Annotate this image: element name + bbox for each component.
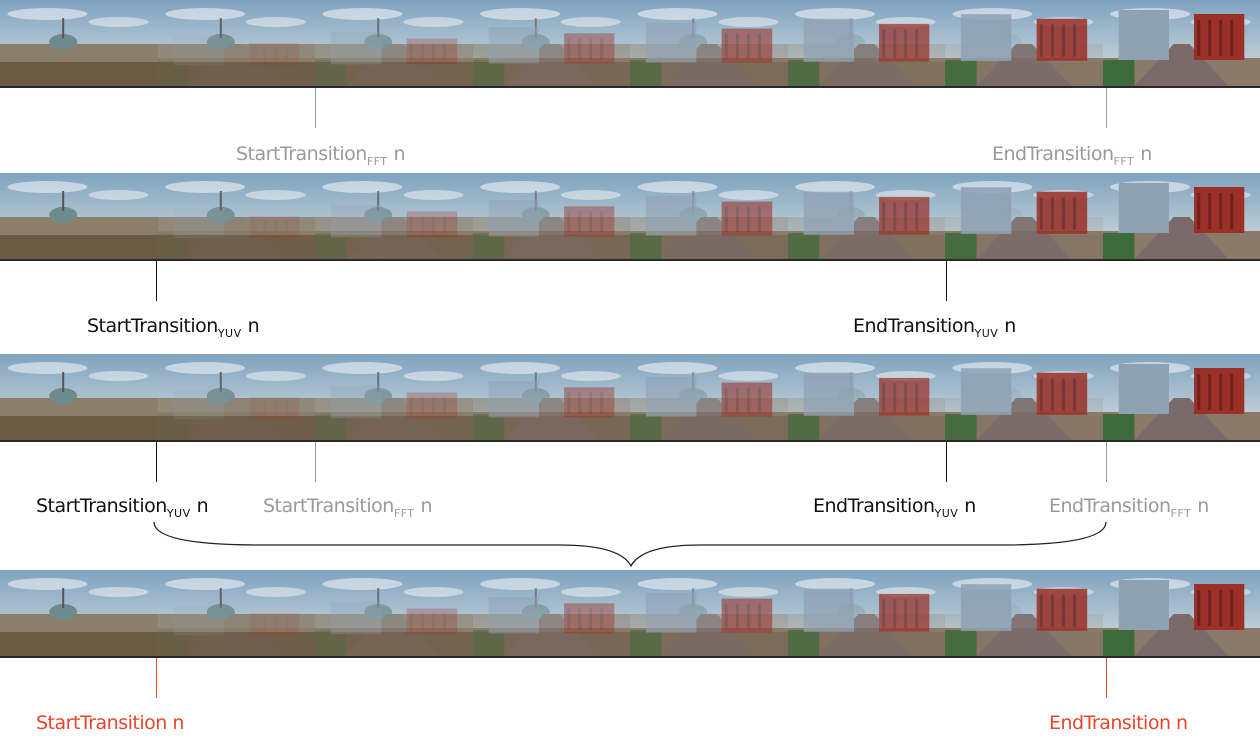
video-frame	[945, 0, 1103, 88]
video-frame	[473, 173, 630, 261]
video-frame	[1103, 0, 1260, 88]
video-frame	[1103, 354, 1260, 442]
video-frame	[1103, 570, 1260, 658]
end-transition-marker	[1106, 658, 1107, 698]
end-transition-yuv-marker-combined	[946, 442, 947, 482]
video-frame	[158, 570, 315, 658]
video-frame	[315, 0, 473, 88]
end-transition-fft-marker-combined	[1106, 442, 1107, 482]
frame-strip-combined	[0, 354, 1260, 442]
video-frame	[0, 0, 158, 88]
video-frame	[630, 354, 788, 442]
end-transition-fft-marker	[1106, 88, 1107, 128]
video-frame	[0, 173, 158, 261]
frame-strip-yuv	[0, 173, 1260, 261]
video-frame	[315, 354, 473, 442]
video-frame	[630, 0, 788, 88]
end-transition-label: EndTransition n	[1049, 712, 1188, 734]
video-frame	[473, 354, 630, 442]
video-frame	[788, 570, 945, 658]
video-frame	[0, 570, 158, 658]
video-frame	[945, 354, 1103, 442]
start-transition-marker	[156, 658, 157, 698]
frame-strip-fft	[0, 0, 1260, 88]
start-transition-yuv-marker	[156, 261, 157, 301]
video-frame	[1103, 173, 1260, 261]
frame-strip-result	[0, 570, 1260, 658]
start-transition-label: StartTransition n	[36, 712, 184, 734]
video-frame	[315, 173, 473, 261]
video-frame	[473, 570, 630, 658]
video-frame	[945, 570, 1103, 658]
video-frame	[788, 173, 945, 261]
start-transition-fft-marker-combined	[315, 442, 316, 482]
video-frame	[158, 354, 315, 442]
start-transition-fft-marker	[315, 88, 316, 128]
start-transition-yuv-marker-combined	[156, 442, 157, 482]
end-transition-yuv-marker	[946, 261, 947, 301]
video-frame	[473, 0, 630, 88]
video-frame	[788, 354, 945, 442]
video-frame	[315, 570, 473, 658]
video-frame	[945, 173, 1103, 261]
video-frame	[630, 173, 788, 261]
video-frame	[788, 0, 945, 88]
video-frame	[158, 173, 315, 261]
video-frame	[158, 0, 315, 88]
video-frame	[0, 354, 158, 442]
video-frame	[630, 570, 788, 658]
